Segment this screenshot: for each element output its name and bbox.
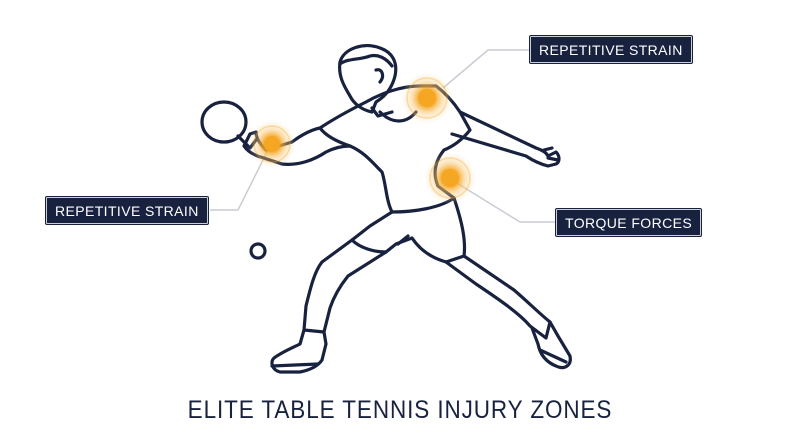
player-shorts-fold	[396, 234, 410, 246]
connector-wrist	[210, 149, 269, 211]
injury-zone-wrist	[248, 120, 296, 168]
player-back-shoe-sole	[538, 348, 568, 364]
racket-head	[200, 100, 248, 144]
connector-shoulder	[442, 49, 532, 89]
player-front-leg	[302, 238, 388, 334]
player-right-arm	[450, 110, 561, 168]
injury-zone-shoulder	[401, 72, 453, 124]
player-hair	[338, 53, 394, 68]
callout-hip-label: TORQUE FORCES	[556, 209, 702, 236]
connector-hip	[451, 179, 558, 223]
player-front-shoe-sole	[270, 362, 320, 368]
player-figure	[200, 44, 572, 374]
player-right-hand	[542, 146, 560, 162]
callout-wrist-label: REPETITIVE STRAIN	[46, 197, 208, 224]
connector-lines	[210, 49, 558, 223]
player-ear	[374, 68, 385, 84]
injury-zone-hip	[424, 152, 476, 204]
ball	[249, 242, 267, 260]
player-back-leg	[444, 254, 552, 340]
player-shorts	[350, 196, 467, 264]
player-neck	[370, 106, 394, 118]
callout-shoulder-label: REPETITIVE STRAIN	[530, 36, 692, 63]
diagram-title: ELITE TABLE TENNIS INJURY ZONES	[187, 396, 613, 424]
injury-zones	[248, 72, 476, 204]
